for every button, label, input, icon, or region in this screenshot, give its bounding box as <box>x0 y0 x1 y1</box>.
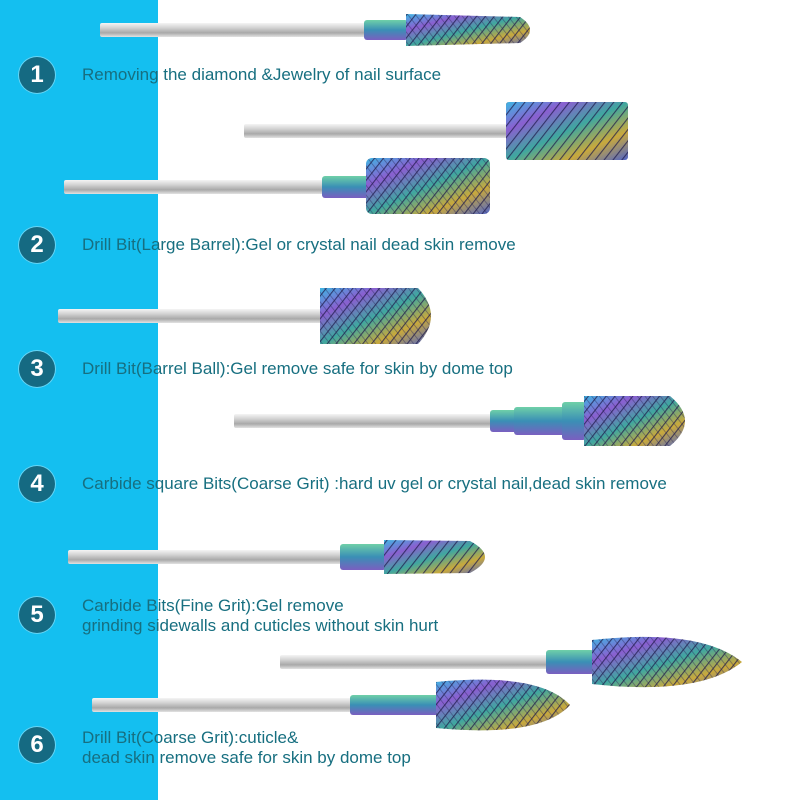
drill-bit-3 <box>58 288 431 344</box>
step-1-text: Removing the diamond &Jewelry of nail su… <box>82 65 442 84</box>
drill-bit-6b <box>92 679 570 731</box>
step-number-5: 5 <box>19 597 55 633</box>
drill-bit-5 <box>68 540 485 574</box>
drill-bit-2b <box>64 158 490 214</box>
step-number-4: 4 <box>19 466 55 502</box>
step-number-2: 2 <box>19 227 55 263</box>
step-label-3: Drill Bit(Barrel Ball):Gel remove safe f… <box>82 359 513 379</box>
step-label-2: Drill Bit(Large Barrel):Gel or crystal n… <box>82 235 516 255</box>
step-2-text: Drill Bit(Large Barrel):Gel or crystal n… <box>82 235 516 254</box>
blue-side-stripe <box>0 0 158 800</box>
step-4-text: Carbide square Bits(Coarse Grit) :hard u… <box>82 474 667 493</box>
step-5-text-line-2: grinding sidewalls and cuticles without … <box>82 616 439 635</box>
drill-bit-2a <box>244 102 628 160</box>
drill-bit-4 <box>234 396 685 446</box>
step-number-6: 6 <box>19 727 55 763</box>
step-5-text-line-1: Carbide Bits(Fine Grit):Gel remove <box>82 596 344 615</box>
step-number-1: 1 <box>19 57 55 93</box>
step-label-1: Removing the diamond &Jewelry of nail su… <box>82 65 441 85</box>
step-label-5: Carbide Bits(Fine Grit):Gel remove grind… <box>82 596 438 636</box>
drill-bit-1 <box>100 14 530 46</box>
step-6-text-line-1: Drill Bit(Coarse Grit):cuticle& <box>82 728 299 747</box>
drill-bit-6a <box>280 636 742 688</box>
step-label-4: Carbide square Bits(Coarse Grit) :hard u… <box>82 474 667 494</box>
step-6-text-line-2: dead skin remove safe for skin by dome t… <box>82 748 411 767</box>
step-3-text: Drill Bit(Barrel Ball):Gel remove safe f… <box>82 359 513 378</box>
step-number-3: 3 <box>19 351 55 387</box>
step-label-6: Drill Bit(Coarse Grit):cuticle& dead ski… <box>82 728 411 768</box>
